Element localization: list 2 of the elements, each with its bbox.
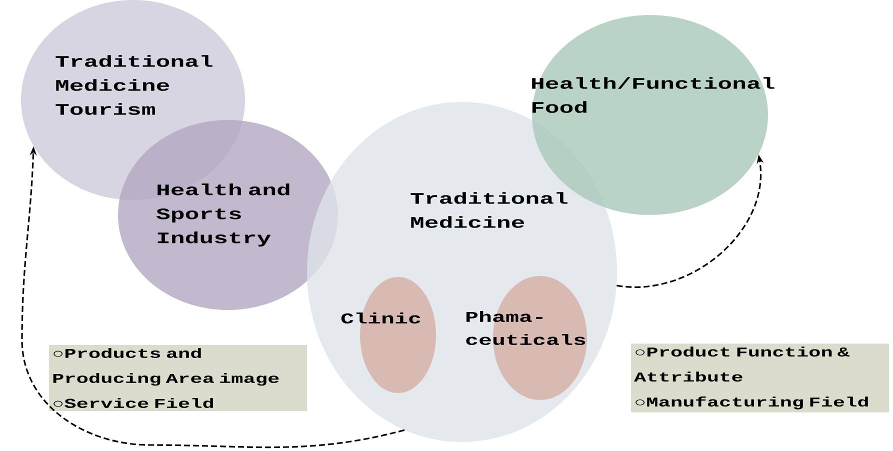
text-box: ○Products and Producing Area image ○Service Field	[49, 345, 307, 411]
text-box: ○Product Function & Attribute ○Manufacturing Field	[631, 344, 889, 412]
